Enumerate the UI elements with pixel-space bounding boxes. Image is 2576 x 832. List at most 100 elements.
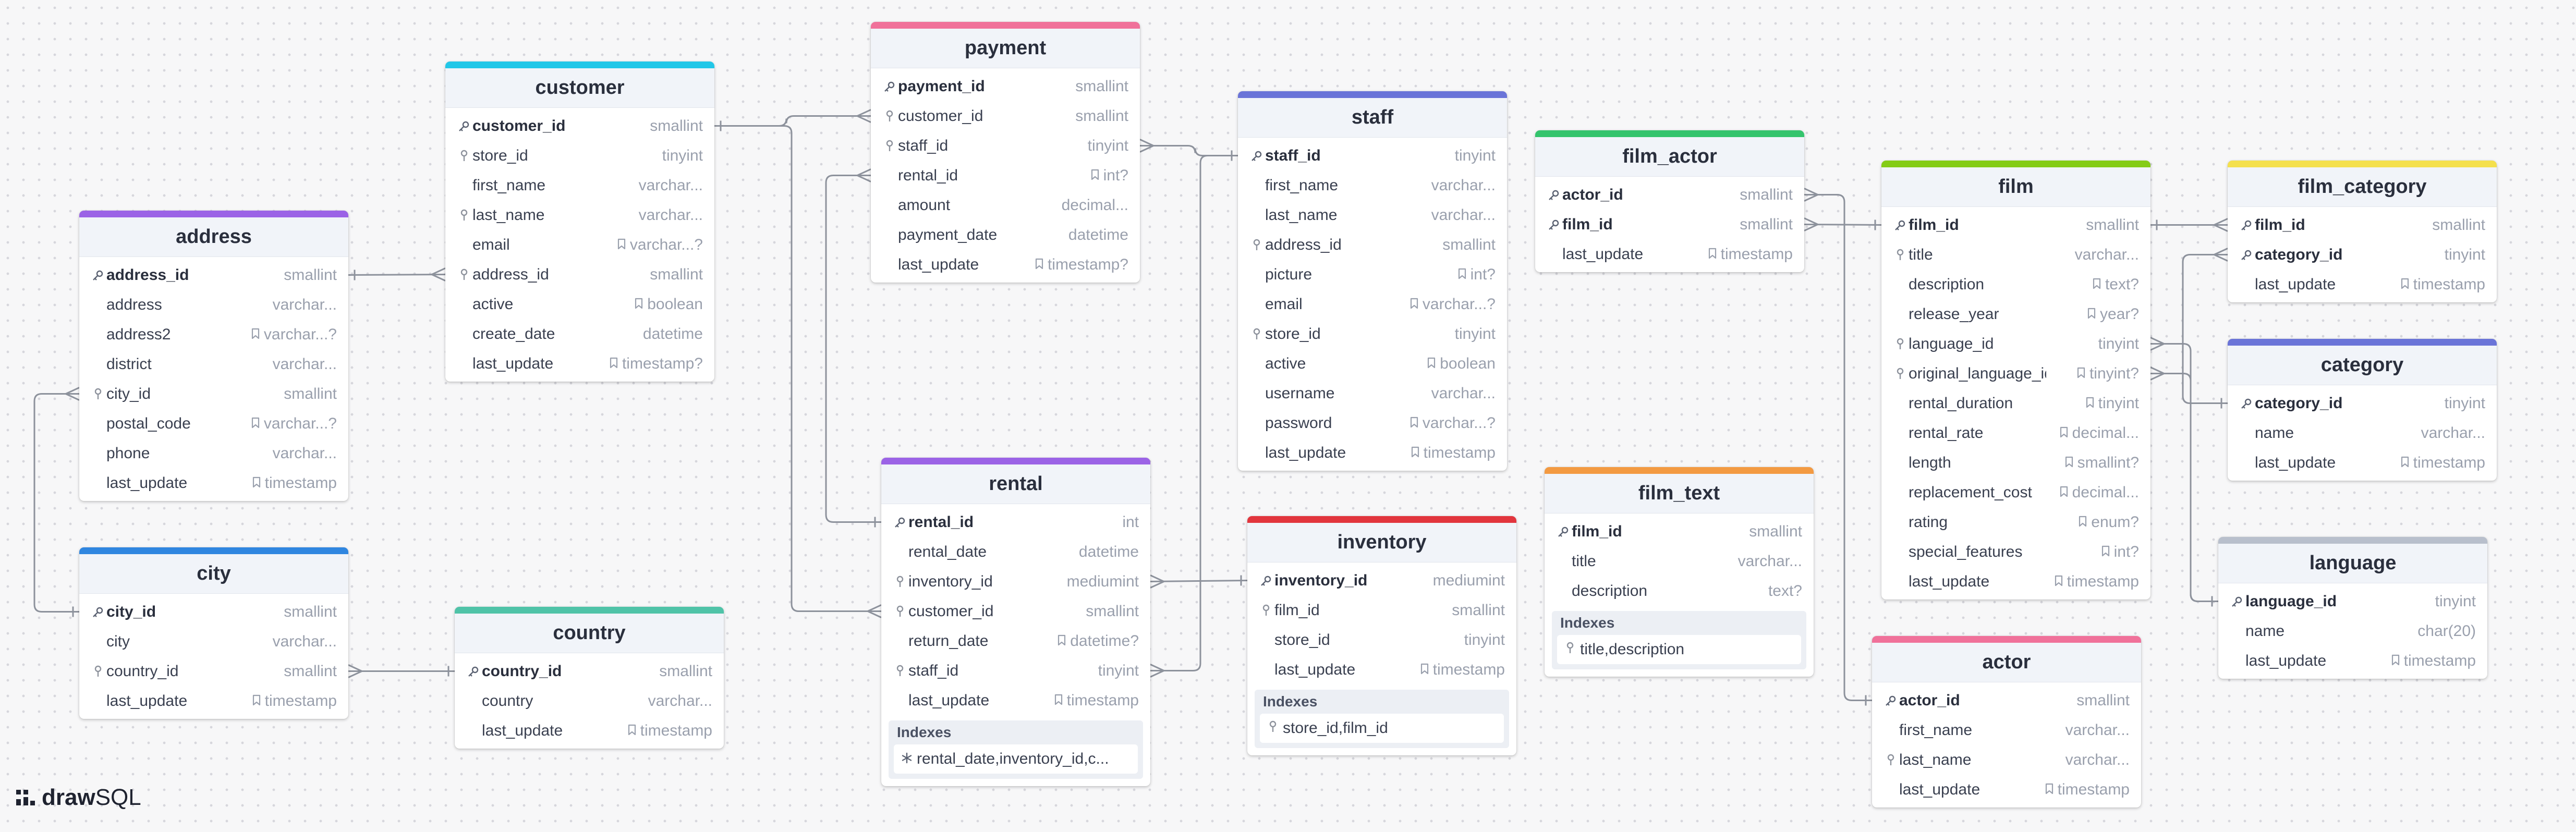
- table-title[interactable]: film: [1881, 167, 2150, 207]
- table-title[interactable]: payment: [871, 29, 1140, 68]
- index-entry[interactable]: title,description: [1557, 635, 1801, 664]
- table-title[interactable]: staff: [1238, 98, 1507, 138]
- table-title[interactable]: film_actor: [1535, 137, 1804, 177]
- index-entry[interactable]: rental_date,inventory_id,c...: [894, 744, 1138, 774]
- table-title[interactable]: customer: [445, 68, 714, 108]
- table-title[interactable]: language: [2218, 544, 2487, 583]
- table-title[interactable]: film_text: [1545, 474, 1814, 513]
- table-title[interactable]: film_category: [2228, 167, 2497, 207]
- table-title[interactable]: actor: [1872, 643, 2141, 682]
- table-title[interactable]: city: [79, 554, 348, 594]
- table-title[interactable]: rental: [881, 464, 1150, 504]
- table-title[interactable]: category: [2228, 346, 2497, 385]
- table-title[interactable]: address: [79, 217, 348, 257]
